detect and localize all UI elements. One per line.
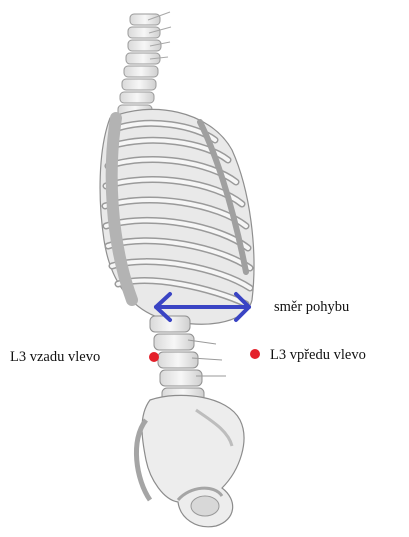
label-movement-direction: směr pohybu [274, 300, 349, 315]
spine [118, 12, 171, 116]
rib-cage [100, 109, 254, 324]
lumbar-spine [150, 316, 226, 402]
label-l3-front-left: L3 vpředu vlevo [270, 348, 366, 363]
label-l3-back-left: L3 vzadu vlevo [10, 350, 100, 365]
red-dot-marker-front [250, 349, 260, 359]
pelvis [136, 395, 244, 526]
red-dot-marker-back [149, 352, 159, 362]
